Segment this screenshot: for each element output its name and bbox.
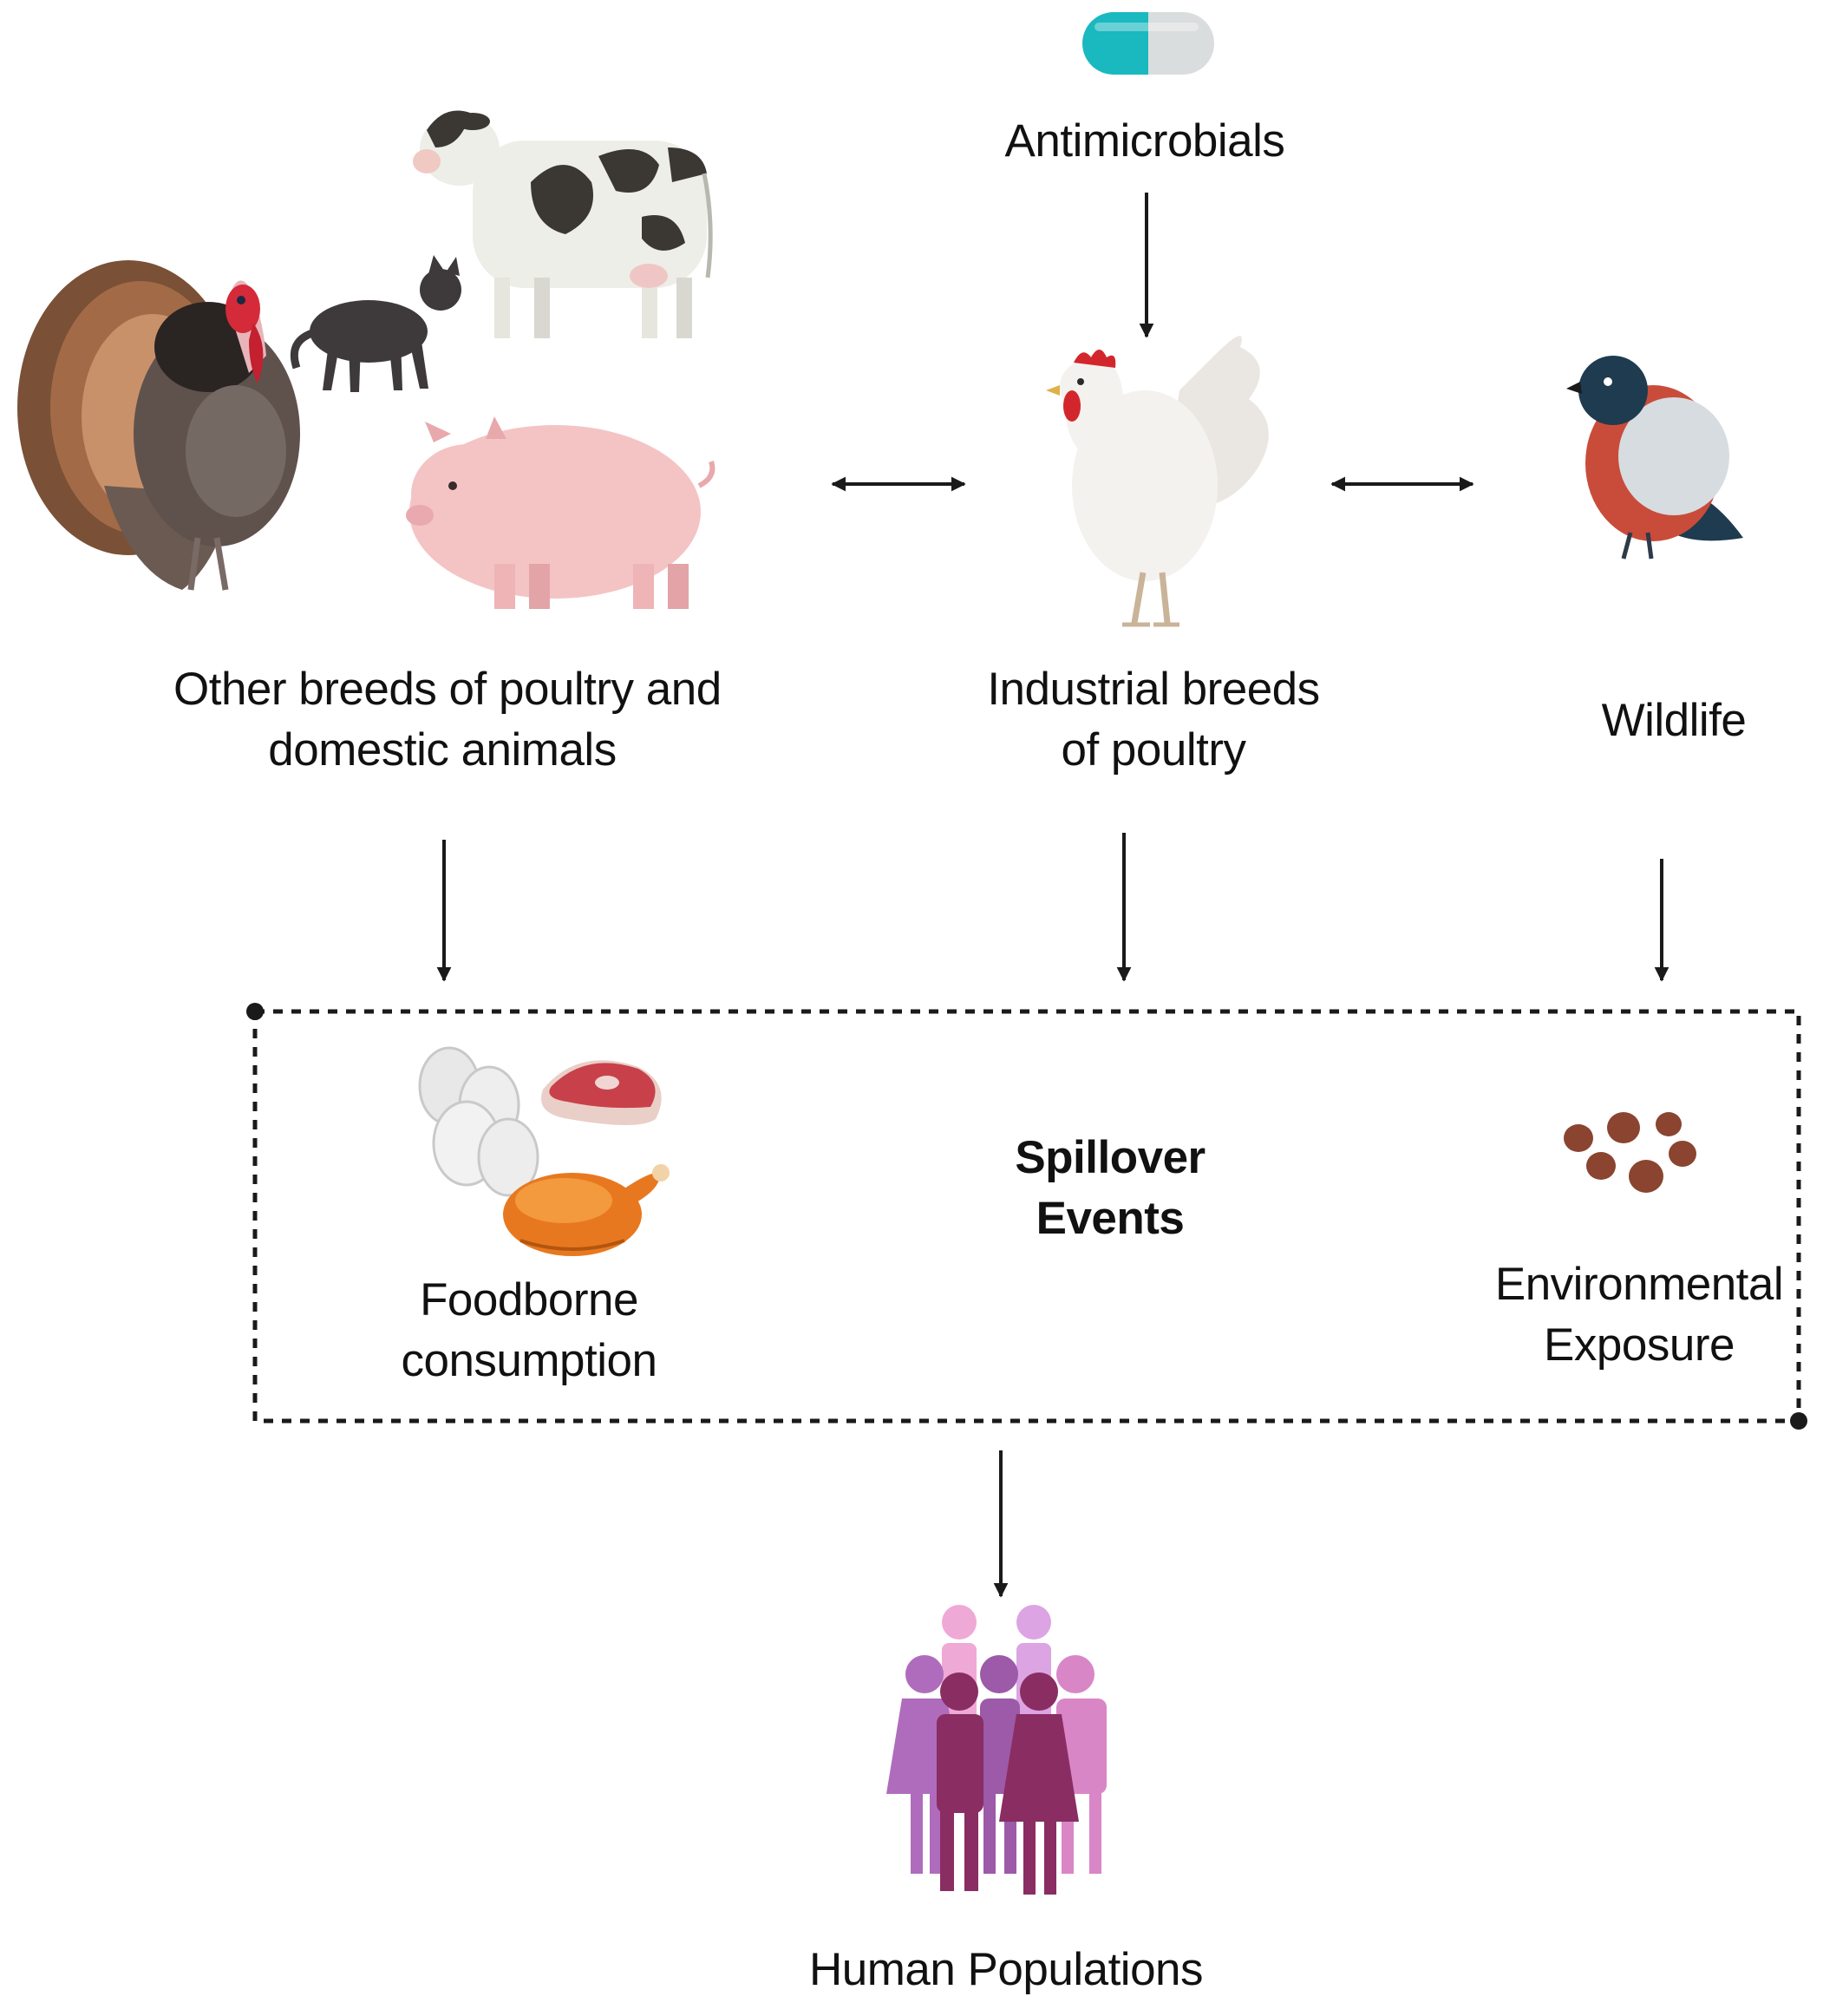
label-antimicrobials: Antimicrobials bbox=[1004, 115, 1285, 167]
label-spillover-events: Spillover Events bbox=[1015, 1132, 1206, 1244]
arrows bbox=[436, 193, 1669, 1598]
pig-icon bbox=[406, 416, 715, 609]
eggs-icon bbox=[418, 1046, 539, 1197]
chicken-icon bbox=[1046, 336, 1269, 627]
label-other-breeds: Other breeds of poultry and domestic ani… bbox=[173, 664, 722, 776]
bird-icon bbox=[1566, 356, 1743, 560]
label-wildlife: Wildlife bbox=[1601, 695, 1747, 746]
label-human-populations: Human Populations bbox=[808, 1944, 1204, 1995]
cow-icon bbox=[413, 110, 713, 338]
people-group-icon bbox=[886, 1605, 1107, 1895]
turkey-icon bbox=[17, 260, 300, 591]
label-foodborne-consumption: Foodborne consumption bbox=[401, 1274, 657, 1386]
meat-icon bbox=[541, 1060, 662, 1125]
label-industrial-breeds: Industrial breeds of poultry bbox=[987, 664, 1320, 776]
roast-chicken-icon bbox=[503, 1164, 670, 1256]
capsule-icon bbox=[1082, 12, 1214, 75]
feces-icon bbox=[1564, 1112, 1696, 1193]
label-environmental-exposure: Environmental Exposure bbox=[1494, 1259, 1784, 1371]
cat-icon bbox=[290, 255, 461, 392]
spillover-box bbox=[246, 1003, 1807, 1430]
